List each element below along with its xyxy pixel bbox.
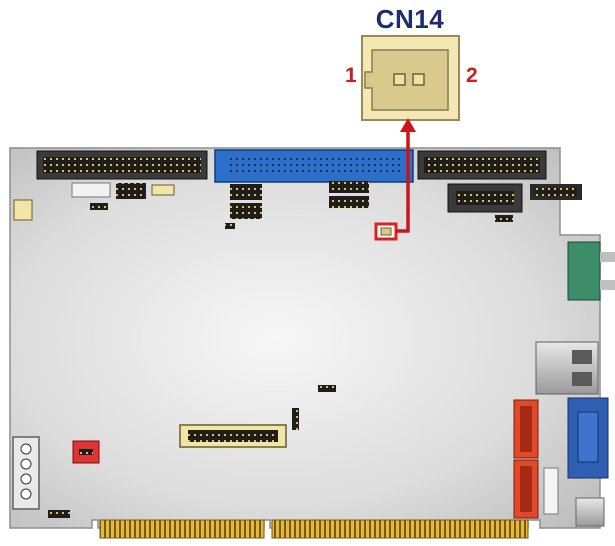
gold-fingers-right (271, 519, 529, 539)
jumper-4 (292, 408, 299, 430)
gold-fingers-left (99, 519, 265, 539)
pin-1 (393, 73, 406, 86)
white-connector-right (543, 467, 559, 515)
connector-left-yellow (13, 199, 33, 221)
pin-block-4 (329, 181, 369, 193)
connector-title: CN14 (375, 4, 445, 34)
pin-block-3 (230, 203, 262, 219)
bracket-bottom (575, 497, 605, 527)
pin-2 (412, 73, 425, 86)
pin-block-5 (329, 196, 369, 208)
jumper-1 (90, 203, 108, 210)
jumper-6 (48, 510, 70, 518)
arrow-up-icon (396, 118, 416, 233)
pin-block-1 (116, 183, 146, 199)
serial-port (567, 241, 601, 301)
small-connector-yellow (151, 184, 175, 196)
jumper-3 (495, 215, 513, 222)
ethernet-port (535, 341, 599, 395)
cn14-connector-enlarged (361, 35, 460, 121)
white-connector-1 (71, 182, 111, 198)
connector-cavity (364, 49, 449, 111)
board-body (9, 147, 601, 529)
pin-block-2 (230, 184, 262, 200)
pin-1-label: 1 (345, 64, 357, 87)
jumper-2 (225, 223, 235, 229)
jumper-5 (318, 385, 336, 392)
pin-2-label: 2 (466, 64, 478, 87)
